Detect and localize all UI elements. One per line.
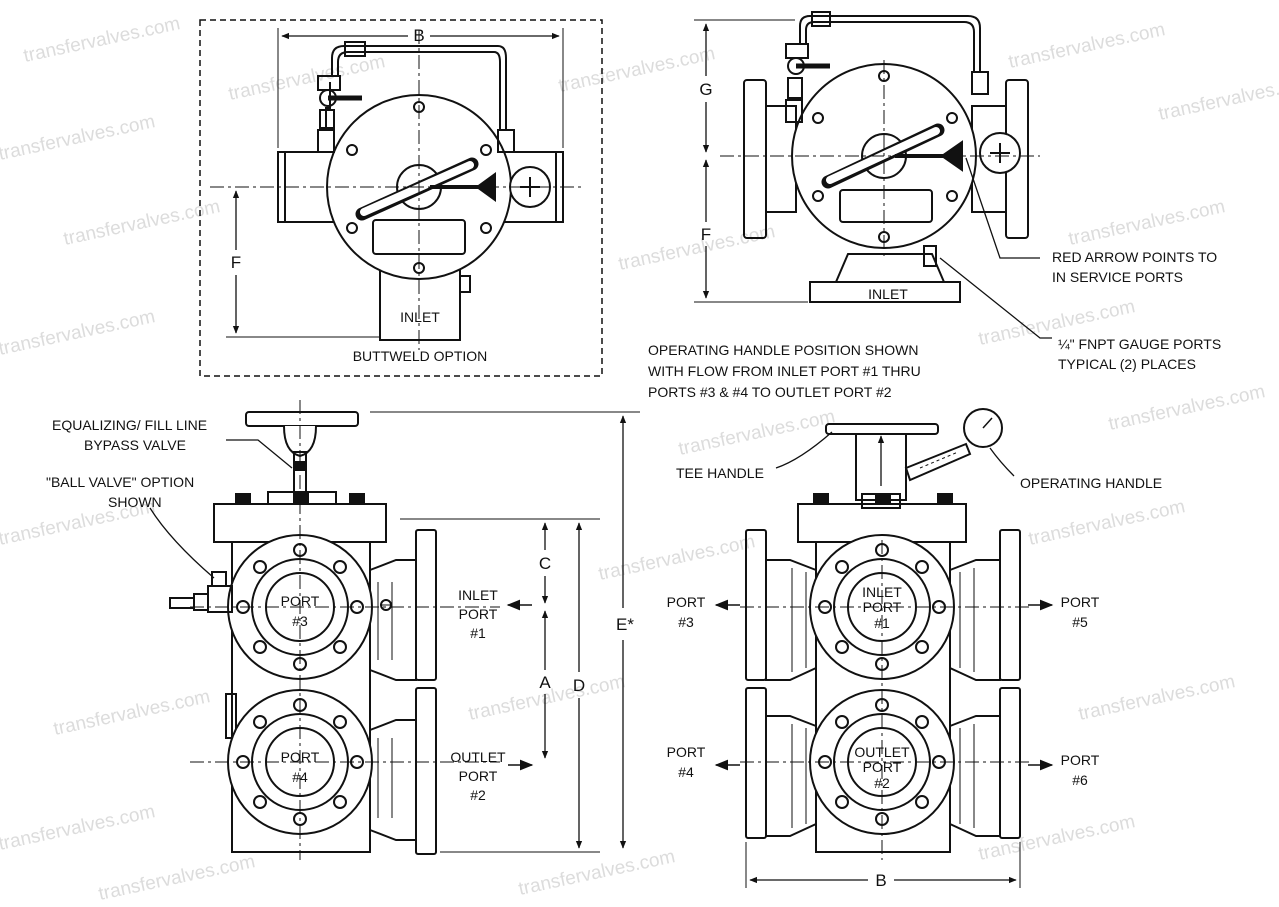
buttweld-inlet-label: INLET [400, 309, 440, 325]
side-outlet-flange [415, 687, 437, 855]
front-inlet-port-label: INLET [862, 584, 902, 600]
buttweld-dim-b: B [413, 26, 424, 45]
front-outlet-port-label: PORT [863, 759, 902, 775]
ball-valve-callout: "BALL VALVE" OPTION [46, 474, 194, 490]
side-view [149, 400, 640, 860]
front-port3-label: #3 [678, 614, 694, 630]
watermark: transfervalves.com [597, 531, 757, 585]
watermark-layer: transfervalves.com transfervalves.com tr… [0, 13, 1279, 905]
front-port6-label: #6 [1072, 772, 1088, 788]
equalizing-callout: EQUALIZING/ FILL LINE [52, 417, 207, 433]
handle-position-note: WITH FLOW FROM INLET PORT #1 THRU [648, 363, 921, 379]
gauge-ports-callout: TYPICAL (2) PLACES [1058, 356, 1196, 372]
watermark: transfervalves.com [677, 406, 837, 460]
top-dim-f: F [701, 225, 711, 244]
watermark: transfervalves.com [22, 13, 182, 67]
side-outlet-port-label: PORT [459, 768, 498, 784]
side-outlet-port-label: #2 [470, 787, 486, 803]
watermark: transfervalves.com [1067, 196, 1227, 250]
watermark: transfervalves.com [1027, 496, 1187, 550]
front-operating-handle [904, 442, 972, 482]
operating-handle-callout: OPERATING HANDLE [1020, 475, 1162, 491]
front-port4-label: PORT [667, 744, 706, 760]
gauge-ports-callout: ¼" FNPT GAUGE PORTS [1058, 336, 1221, 352]
front-inlet-port-label: PORT [863, 599, 902, 615]
front-port6-flange [999, 687, 1021, 839]
buttweld-dim-f: F [231, 253, 241, 272]
front-port5-label: PORT [1061, 594, 1100, 610]
watermark: transfervalves.com [517, 846, 677, 900]
tee-handle-leader [775, 431, 833, 469]
watermark: transfervalves.com [0, 801, 157, 855]
side-inlet-port-label: INLET [458, 587, 498, 603]
watermark: transfervalves.com [227, 51, 387, 105]
watermark: transfervalves.com [617, 221, 777, 275]
side-outlet-port-label: OUTLET [450, 749, 506, 765]
side-dim-c: C [539, 554, 551, 573]
front-port4-flange [745, 687, 767, 839]
buttweld-dashed-frame [199, 19, 603, 377]
top-left-flange [743, 79, 767, 239]
tee-handle-callout: TEE HANDLE [676, 465, 764, 481]
side-inlet-port-label: PORT [459, 606, 498, 622]
ball-valve-callout: SHOWN [108, 494, 162, 510]
side-dim-e: E* [616, 615, 634, 634]
buttweld-inlet-pipe [379, 269, 461, 341]
ball-valve-leader [149, 507, 215, 579]
front-tee-handle [825, 423, 939, 435]
front-outlet-port-label: OUTLET [854, 744, 910, 760]
front-port4-label: #4 [678, 764, 694, 780]
red-arrow-callout: RED ARROW POINTS TO [1052, 249, 1217, 265]
watermark: transfervalves.com [0, 306, 157, 360]
side-port4-label: PORT [281, 749, 320, 765]
front-dim-b: B [875, 871, 886, 890]
red-arrow-callout: IN SERVICE PORTS [1052, 269, 1183, 285]
side-port4-label: #4 [292, 769, 308, 785]
top-inlet-base [834, 253, 946, 283]
front-outlet-port-label: #2 [874, 775, 890, 791]
operating-handle-leader [989, 447, 1015, 477]
side-tee-handle [245, 411, 359, 427]
top-flanged-view [694, 11, 1052, 339]
watermark: transfervalves.com [557, 43, 717, 97]
side-inlet-port-label: #1 [470, 625, 486, 641]
side-inlet-flange [415, 529, 437, 681]
watermark: transfervalves.com [1077, 671, 1237, 725]
handle-position-note: PORTS #3 & #4 TO OUTLET PORT #2 [648, 384, 892, 400]
gauge-port-leader [939, 257, 1052, 339]
buttweld-view [199, 19, 603, 377]
equalizing-callout: BYPASS VALVE [84, 437, 186, 453]
handle-position-note: OPERATING HANDLE POSITION SHOWN [648, 342, 918, 358]
side-dim-d: D [573, 676, 585, 695]
front-port6-label: PORT [1061, 752, 1100, 768]
equalizing-leader [226, 439, 293, 469]
top-dim-g: G [699, 80, 712, 99]
front-view [714, 408, 1054, 888]
red-arrow-leader [965, 157, 1040, 259]
watermark: transfervalves.com [1007, 19, 1167, 73]
buttweld-caption: BUTTWELD OPTION [353, 348, 488, 364]
watermark: transfervalves.com [1107, 381, 1267, 435]
watermark: transfervalves.com [52, 686, 212, 740]
watermark: transfervalves.com [1157, 71, 1279, 125]
front-port5-flange [999, 529, 1021, 681]
side-port3-label: #3 [292, 613, 308, 629]
watermark: transfervalves.com [97, 851, 257, 902]
labels: B F INLET BUTTWELD OPTION G F INLET RED … [46, 26, 1221, 890]
front-port3-label: PORT [667, 594, 706, 610]
buttweld-gauge-port [459, 275, 471, 293]
side-port3-label: PORT [281, 593, 320, 609]
front-port5-label: #5 [1072, 614, 1088, 630]
side-dim-a: A [539, 673, 551, 692]
front-inlet-port-label: #1 [874, 615, 890, 631]
watermark: transfervalves.com [62, 196, 222, 250]
top-inlet-label: INLET [868, 286, 908, 302]
watermark: transfervalves.com [0, 111, 157, 165]
